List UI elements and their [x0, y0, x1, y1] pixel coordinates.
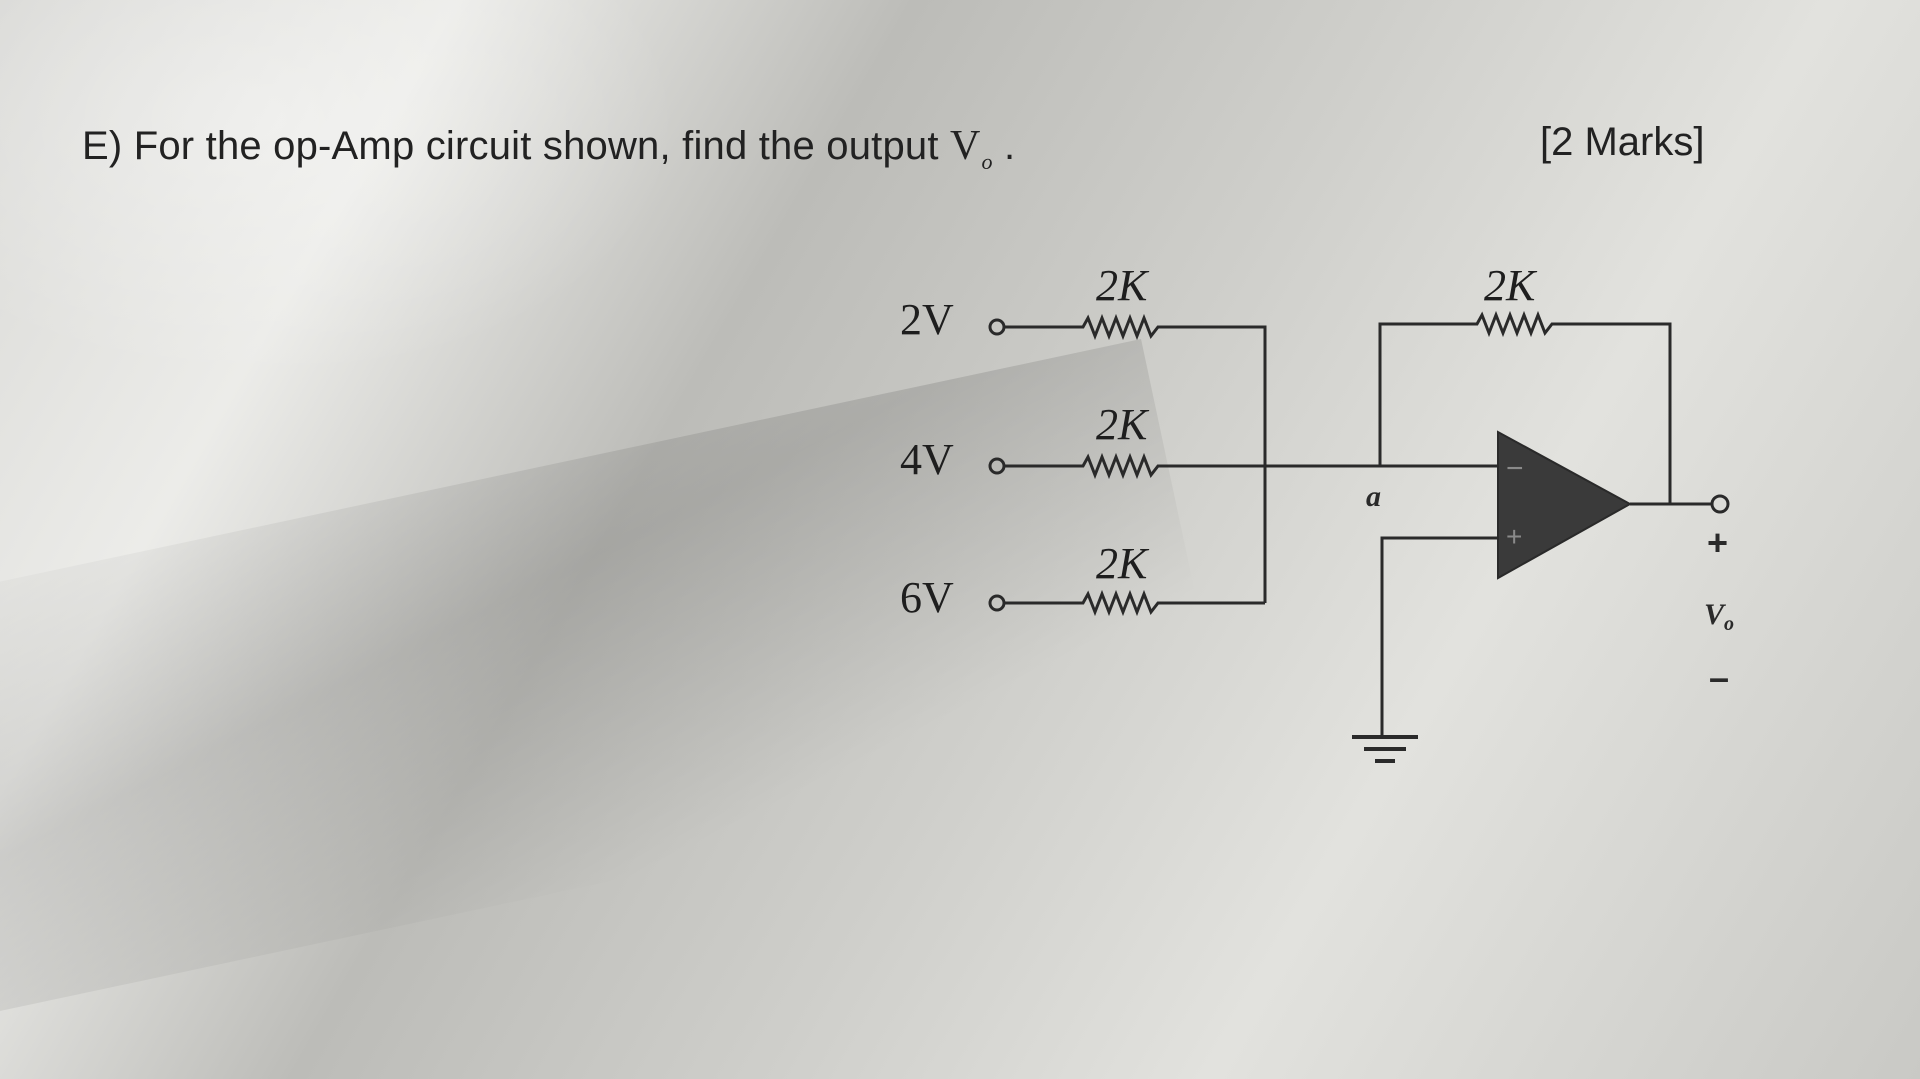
output-subscript: o — [981, 149, 993, 174]
resistor-label-3: 2K — [1096, 539, 1150, 588]
output-minus-sign: – — [1709, 657, 1729, 698]
input-voltage-2: 4V — [900, 435, 954, 484]
output-terminal — [1710, 494, 1730, 514]
output-voltage-label: Vo — [1704, 598, 1734, 635]
feedback-wire — [1378, 310, 1672, 504]
node-label-a: a — [1366, 480, 1381, 513]
opamp-triangle — [1497, 430, 1633, 580]
marks-label: [2 Marks] — [1540, 120, 1705, 164]
feedback-resistor-label: 2K — [1484, 261, 1538, 310]
ground-wire — [1380, 536, 1498, 735]
output-symbol: V — [949, 123, 981, 169]
inverting-input-sign: − — [1506, 452, 1524, 485]
input-voltage-1: 2V — [900, 295, 954, 344]
resistor-label-1: 2K — [1096, 261, 1150, 310]
input-terminal-3 — [988, 594, 1006, 612]
noninverting-input-sign: + — [1506, 521, 1522, 552]
ground-icon — [1352, 735, 1418, 763]
input-terminal-2 — [988, 457, 1006, 475]
input-terminal-1 — [988, 318, 1006, 336]
resistor-label-2: 2K — [1096, 400, 1150, 449]
question-suffix: . — [992, 124, 1016, 168]
input-wire-2 — [1004, 452, 1498, 480]
question-text: E) For the op-Amp circuit shown, find th… — [82, 122, 1016, 174]
input-wire-1 — [1004, 313, 1267, 603]
input-voltage-3: 6V — [900, 573, 954, 622]
input-wire-3 — [1004, 589, 1265, 617]
question-prefix: E) For the op-Amp circuit shown, find th… — [82, 124, 950, 168]
output-plus-sign: + — [1707, 522, 1728, 563]
